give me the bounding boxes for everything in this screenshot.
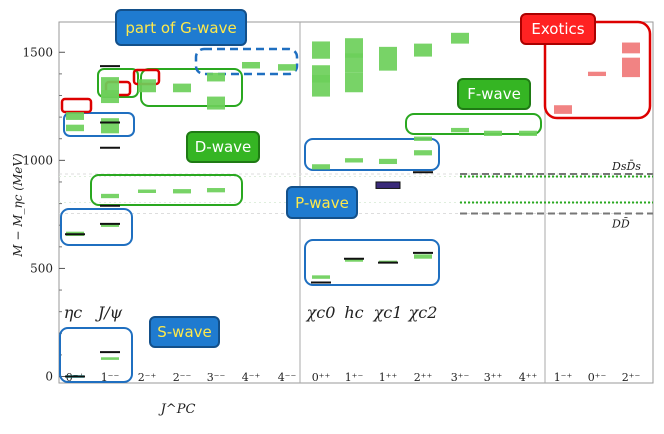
lattice-mass-level: [242, 61, 260, 69]
callout-p-wave: P-wave: [286, 186, 358, 219]
lattice-mass-level: [312, 65, 330, 83]
s-wave-2s-box: [60, 208, 133, 246]
lattice-mass-level: [207, 72, 225, 82]
lattice-mass-level: [345, 158, 363, 163]
x-tick-label: 0⁺⁻: [588, 371, 607, 384]
lattice-mass-level: [207, 188, 225, 193]
x-tick-label: 4⁻⁺: [242, 371, 261, 384]
state-label: χc2: [408, 303, 438, 322]
lattice-mass-level: [345, 259, 363, 262]
x-axis: 0⁻⁺1⁻⁻2⁻⁺2⁻⁻3⁻⁻4⁻⁺4⁻⁻0⁺⁺1⁺⁻1⁺⁺2⁺⁺3⁺⁻3⁺⁺4…: [66, 371, 641, 417]
lattice-mass-level: [451, 32, 469, 44]
lattice-mass-level: [484, 130, 502, 136]
lattice-mass-level: [312, 41, 330, 59]
mass-levels: [65, 32, 640, 378]
lattice-mass-level: [379, 46, 397, 71]
y-axis: 0 500 1000 1500 M − M_ηc (MeV): [11, 45, 65, 384]
d-wave-3-box: [140, 68, 243, 107]
lattice-mass-level: [588, 71, 606, 77]
x-tick-label: 3⁻⁻: [207, 371, 226, 384]
lattice-mass-level: [379, 158, 397, 165]
lattice-mass-level: [554, 105, 572, 114]
y-tick-label: 1000: [22, 153, 53, 167]
lattice-mass-level: [101, 223, 119, 227]
lattice-mass-level: [312, 164, 330, 170]
lattice-mass-level: [622, 42, 640, 54]
p-wave-1p-box: [304, 239, 440, 286]
lattice-mass-level: [414, 254, 432, 259]
f-wave-box: [405, 113, 542, 135]
x-axis-label: J^PC: [158, 402, 196, 417]
s-wave-3s-box: [63, 112, 135, 137]
lattice-mass-level: [622, 57, 640, 78]
callout-f-wave: F-wave: [457, 78, 531, 110]
p-wave-box: [304, 138, 440, 171]
state-labels: ηc J/ψ χc0 hc χc1 χc2: [64, 303, 438, 322]
x-tick-label: 2⁺⁺: [414, 371, 433, 384]
x-tick-label: 2⁻⁺: [138, 371, 157, 384]
lattice-mass-level: [101, 118, 119, 134]
y-tick-label: 0: [45, 370, 53, 384]
lattice-mass-level: [312, 275, 330, 279]
threshold-label: DD̄: [611, 218, 630, 231]
lattice-mass-level: [66, 112, 84, 120]
lattice-mass-level: [101, 193, 119, 199]
y-tick-label: 1500: [22, 45, 53, 59]
lattice-mass-level: [138, 79, 156, 93]
x-tick-label: 2⁺⁻: [622, 371, 641, 384]
x-tick-label: 1⁻⁺: [554, 371, 573, 384]
state-label: ηc: [64, 303, 83, 322]
x-tick-label: 4⁻⁻: [278, 371, 297, 384]
exotics-box: [543, 20, 652, 120]
y-tick-label: 500: [30, 261, 53, 275]
lattice-mass-level: [345, 53, 363, 73]
state-label: hc: [344, 303, 363, 322]
lattice-mass-level: [451, 127, 469, 133]
callout-g-wave: part of G-wave: [115, 9, 247, 46]
x-tick-label: 3⁺⁻: [451, 371, 470, 384]
y-axis-label: M − M_ηc (MeV): [11, 153, 25, 258]
lattice-mass-level: [173, 189, 191, 194]
callout-s-wave: S-wave: [149, 316, 220, 348]
lattice-mass-level: [414, 150, 432, 156]
lattice-mass-level: [414, 43, 432, 57]
lattice-mass-level: [173, 83, 191, 93]
hybrid-mass-level: [375, 181, 401, 189]
x-tick-label: 3⁺⁺: [484, 371, 503, 384]
lattice-mass-level: [519, 130, 537, 136]
lattice-mass-level: [414, 136, 432, 141]
x-tick-label: 0⁺⁺: [312, 371, 331, 384]
lattice-mass-level: [138, 189, 156, 193]
callout-exotics: Exotics: [520, 13, 596, 45]
lattice-mass-level: [66, 124, 84, 132]
state-label: J/ψ: [95, 303, 123, 322]
x-tick-label: 2⁻⁻: [173, 371, 192, 384]
threshold-label: DsD̄s: [611, 160, 641, 173]
x-tick-label: 1⁻⁻: [101, 371, 120, 384]
x-tick-label: 1⁺⁻: [345, 371, 364, 384]
g-wave-box: [194, 47, 299, 76]
state-label: χc0: [306, 303, 336, 322]
lattice-mass-level: [345, 72, 363, 93]
d-wave-box: [90, 174, 243, 206]
lattice-mass-level: [101, 77, 119, 97]
x-tick-label: 1⁺⁺: [379, 371, 398, 384]
x-tick-label: 4⁺⁺: [519, 371, 538, 384]
s-wave-box: [59, 327, 133, 383]
lattice-mass-level: [345, 38, 363, 58]
red-box: [60, 97, 93, 114]
lattice-mass-level: [278, 64, 296, 71]
lattice-mass-level: [207, 96, 225, 110]
lattice-mass-level: [101, 357, 119, 360]
state-label: χc1: [373, 303, 403, 322]
callout-d-wave: D-wave: [186, 131, 260, 163]
